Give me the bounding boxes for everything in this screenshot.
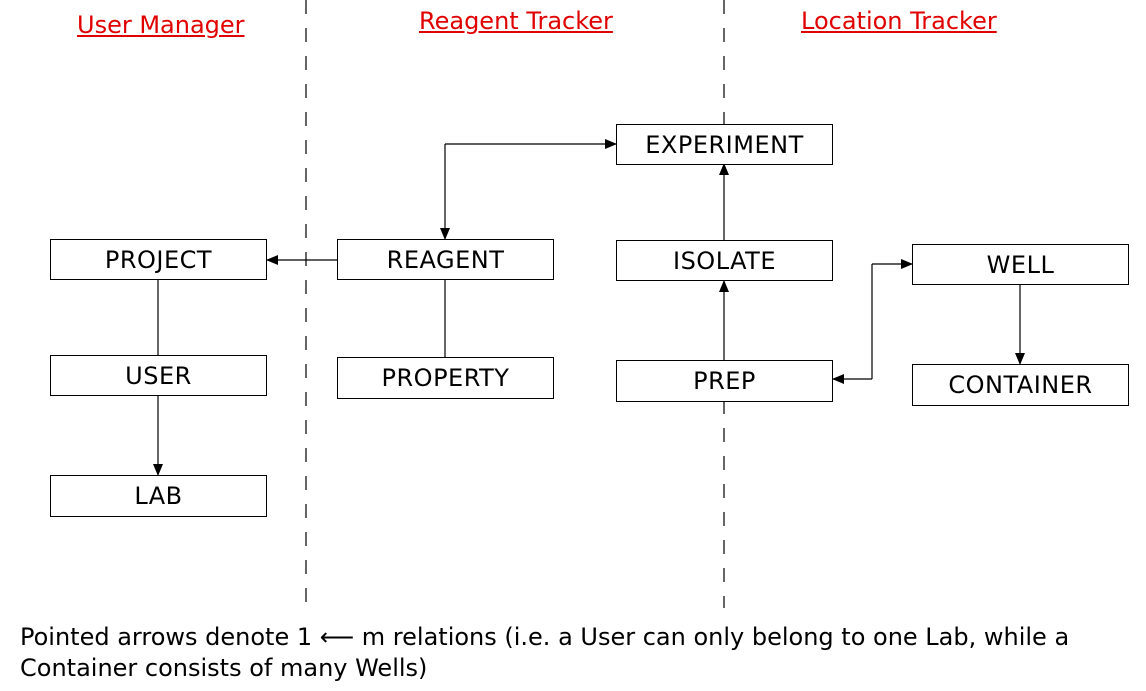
section-title-reagent-tracker: Reagent Tracker bbox=[419, 7, 613, 35]
entity-well-label: WELL bbox=[986, 250, 1055, 279]
entity-container: CONTAINER bbox=[912, 364, 1129, 406]
entity-isolate-label: ISOLATE bbox=[672, 246, 776, 275]
entity-well: WELL bbox=[912, 244, 1129, 285]
entity-property-label: PROPERTY bbox=[381, 364, 510, 392]
entity-experiment: EXPERIMENT bbox=[616, 124, 833, 165]
entity-reagent-label: REAGENT bbox=[386, 245, 505, 274]
diagram-caption: Pointed arrows denote 1 ⟵ m relations (i… bbox=[20, 622, 1130, 684]
caption-line-2: Container consists of many Wells) bbox=[20, 654, 428, 682]
entity-user-label: USER bbox=[125, 361, 192, 390]
entity-property: PROPERTY bbox=[337, 357, 554, 399]
entity-experiment-label: EXPERIMENT bbox=[645, 130, 804, 159]
entity-user: USER bbox=[50, 355, 267, 396]
entity-project-label: PROJECT bbox=[104, 245, 213, 274]
entity-prep-label: PREP bbox=[693, 367, 756, 395]
entity-reagent: REAGENT bbox=[337, 239, 554, 280]
entity-isolate: ISOLATE bbox=[616, 240, 833, 281]
caption-line-1: Pointed arrows denote 1 ⟵ m relations (i… bbox=[20, 623, 1070, 651]
entity-prep: PREP bbox=[616, 360, 833, 402]
entity-lab: LAB bbox=[50, 475, 267, 517]
entity-project: PROJECT bbox=[50, 239, 267, 280]
section-title-location-tracker: Location Tracker bbox=[801, 7, 997, 35]
section-title-user-manager: User Manager bbox=[77, 11, 245, 39]
entity-lab-label: LAB bbox=[134, 482, 183, 510]
entity-container-label: CONTAINER bbox=[948, 371, 1093, 399]
